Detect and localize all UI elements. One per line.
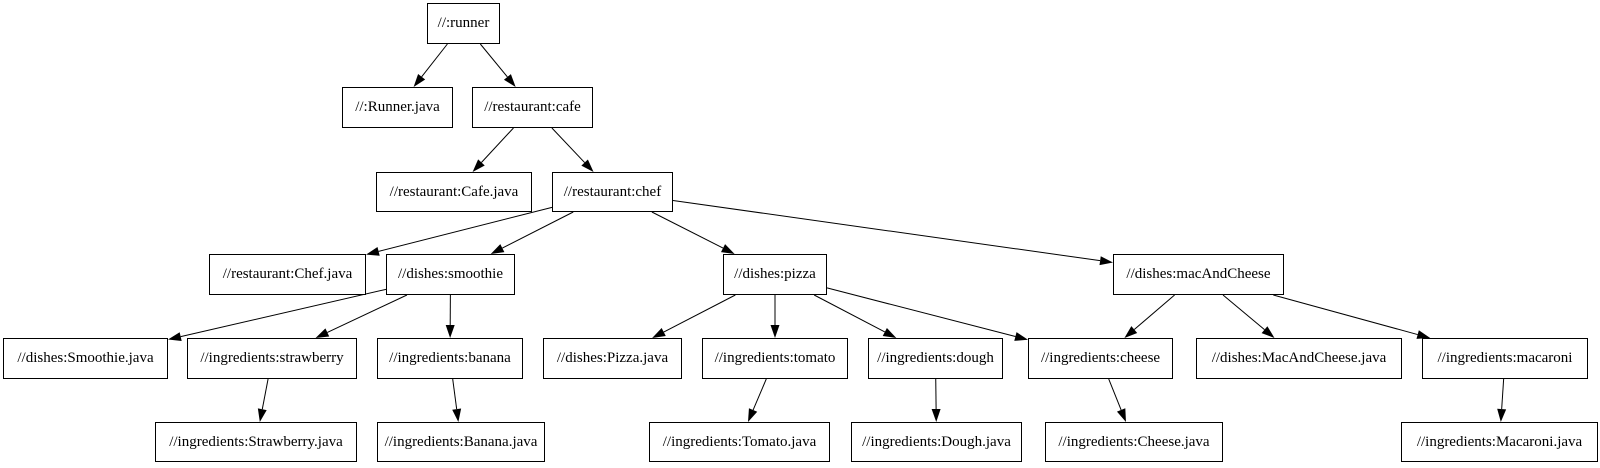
graph-node-runner-java: //:Runner.java [342, 87, 453, 128]
edge-banana-to-banana_java [452, 378, 458, 410]
edge-strawberry-to-strawberry_java [261, 378, 269, 410]
graph-node-dough: //ingredients:dough [868, 338, 1003, 379]
arrowhead-tomato-to-tomato_java [748, 408, 758, 422]
edge-cheese-to-cheese_java [1108, 378, 1122, 411]
graph-node-smoothie: //dishes:smoothie [386, 254, 515, 295]
arrowhead-cheese-to-cheese_java [1116, 408, 1126, 422]
graph-node-strawberry-java: //ingredients:Strawberry.java [155, 422, 357, 462]
graph-node-pizza: //dishes:pizza [723, 254, 827, 295]
graph-node-banana: //ingredients:banana [377, 338, 523, 379]
arrowhead-chef-to-chef_java [366, 247, 380, 256]
graph-node-cheese-java: //ingredients:Cheese.java [1045, 422, 1223, 462]
edge-cafe-to-chef [551, 127, 585, 163]
arrowhead-macaroni-to-macaroni_java [1497, 408, 1507, 422]
graph-node-cafe: //restaurant:cafe [472, 87, 593, 128]
edge-pizza-to-dough [813, 294, 886, 333]
arrowhead-dough-to-dough_java [931, 408, 941, 422]
edge-pizza-to-cheese [826, 287, 1016, 338]
arrowhead-mac-to-cheese [1124, 326, 1138, 338]
edge-smoothie-to-strawberry [327, 294, 408, 333]
arrowhead-pizza-to-tomato [770, 325, 780, 338]
edge-chef-to-mac [672, 200, 1101, 262]
graph-node-runner: //:runner [427, 3, 500, 44]
graph-node-chef-java: //restaurant:Chef.java [209, 254, 366, 295]
arrowhead-runner-to-cafe [503, 74, 516, 87]
arrowhead-pizza-to-cheese [1014, 332, 1028, 341]
graph-node-cafe-java: //restaurant:Cafe.java [376, 172, 532, 212]
graph-node-dough-java: //ingredients:Dough.java [851, 422, 1022, 462]
edge-smoothie-to-smoothie_java [180, 288, 387, 338]
arrowhead-cafe-to-cafe_java [472, 159, 485, 172]
arrowhead-banana-to-banana_java [452, 408, 462, 422]
graph-node-chef: //restaurant:chef [552, 172, 673, 212]
edge-runner-to-runner_java [421, 43, 448, 78]
arrowhead-smoothie-to-banana [445, 324, 455, 338]
graph-node-macaroni-java: //ingredients:Macaroni.java [1401, 422, 1598, 462]
arrowhead-pizza-to-pizza_java [652, 328, 666, 338]
edge-macaroni-to-macaroni_java [1501, 378, 1505, 410]
graph-node-tomato-java: //ingredients:Tomato.java [649, 422, 830, 462]
edge-mac-to-mac_java [1222, 294, 1265, 331]
arrowhead-runner-to-runner_java [413, 73, 426, 87]
arrowhead-pizza-to-dough [882, 327, 897, 338]
edge-runner-to-cafe [479, 43, 508, 78]
edge-chef-to-pizza [651, 211, 724, 249]
graph-node-mac: //dishes:macAndCheese [1113, 254, 1284, 295]
edge-mac-to-cheese [1133, 294, 1175, 330]
edge-pizza-to-pizza_java [663, 294, 736, 333]
graph-node-macaroni: //ingredients:macaroni [1422, 338, 1588, 379]
arrowhead-smoothie-to-smoothie_java [168, 332, 182, 341]
edge-chef-to-smoothie [502, 211, 574, 249]
edge-tomato-to-tomato_java [752, 378, 767, 411]
edge-mac-to-macaroni [1273, 294, 1418, 336]
graph-node-smoothie-java: //dishes:Smoothie.java [3, 338, 168, 379]
graph-node-mac-java: //dishes:MacAndCheese.java [1196, 338, 1402, 379]
arrowhead-strawberry-to-strawberry_java [257, 408, 267, 422]
edge-chef-to-chef_java [378, 206, 553, 252]
arrowhead-cafe-to-chef [581, 159, 594, 172]
arrowhead-smoothie-to-strawberry [315, 328, 330, 338]
graph-node-strawberry: //ingredients:strawberry [187, 338, 357, 379]
arrowhead-mac-to-mac_java [1261, 326, 1275, 338]
graph-node-banana-java: //ingredients:Banana.java [377, 422, 545, 462]
arrowhead-chef-to-pizza [720, 244, 735, 254]
arrowhead-chef-to-mac [1099, 256, 1113, 266]
arrowhead-chef-to-smoothie [490, 244, 505, 254]
edge-cafe-to-cafe_java [481, 127, 514, 163]
graph-node-cheese: //ingredients:cheese [1028, 338, 1173, 379]
graph-node-tomato: //ingredients:tomato [702, 338, 848, 379]
graph-node-pizza-java: //dishes:Pizza.java [543, 338, 682, 379]
